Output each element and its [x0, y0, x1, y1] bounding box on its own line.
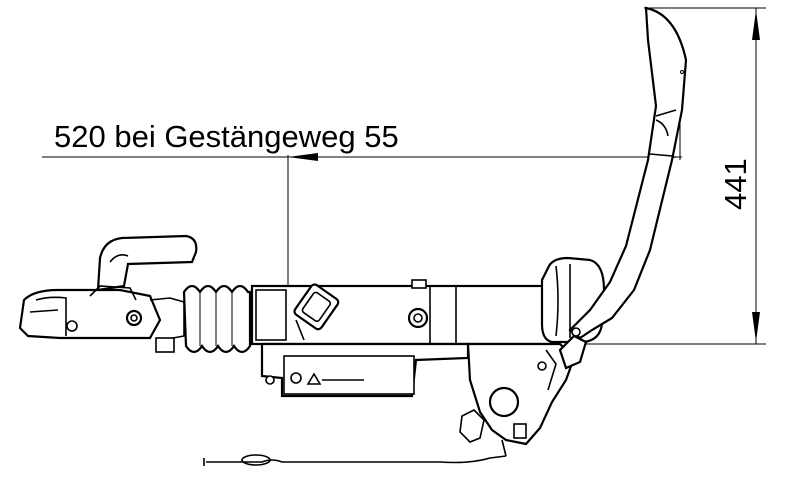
coupling-head	[18, 234, 198, 353]
vertical-dimension: 441	[578, 7, 766, 345]
bellows	[182, 284, 252, 354]
horizontal-dimension: 520 bei Gestängeweg 55	[42, 60, 682, 300]
rear-bracket	[459, 342, 576, 446]
horizontal-dimension-label: 520 bei Gestängeweg 55	[54, 119, 399, 154]
handbrake-lever	[558, 6, 688, 370]
dimension-arrow-bottom	[752, 312, 760, 342]
damper-housing	[260, 342, 470, 398]
dimension-arrow-top	[752, 10, 760, 40]
vertical-dimension-label: 441	[718, 158, 753, 210]
dimension-arrow-left	[288, 153, 318, 161]
drawbar-tube	[250, 279, 554, 346]
breakaway-cable	[203, 439, 507, 466]
